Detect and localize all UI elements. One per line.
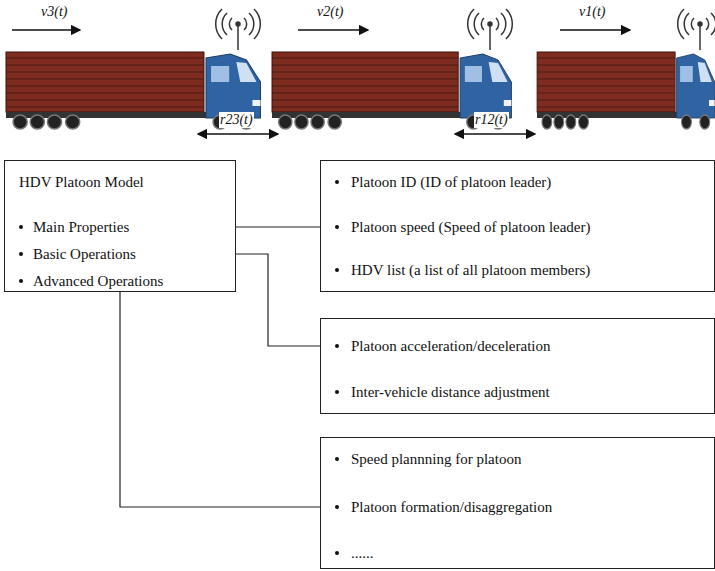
box-heading: HDV Platoon Model [19,173,144,191]
bullet-dot [335,505,339,509]
bullet-item: Platoon ID (ID of platoon leader) [351,173,551,191]
speed-label: v3(t) [40,4,68,20]
speed-label: v1(t) [578,4,606,20]
bullet-dot [335,344,339,348]
bullet-item: Platoon formation/disaggregation [351,498,552,516]
bullet-item: ...... [351,544,374,562]
connector-line [236,226,320,227]
connector-line [236,254,320,346]
bullet-item: Inter-vehicle distance adjustment [351,383,550,401]
distance-label: r23(t) [219,112,254,128]
bullet-dot [335,225,339,229]
bullet-item: Platoon acceleration/deceleration [351,337,550,355]
bullet-item: HDV list (a list of all platoon members) [351,261,590,279]
bullet-dot [19,279,23,283]
info-box: Platoon acceleration/decelerationInter-v… [320,318,715,414]
distance-label: r12(t) [474,112,509,128]
bullet-dot [19,225,23,229]
bullet-dot [335,180,339,184]
info-box: HDV Platoon ModelMain PropertiesBasic Op… [4,160,236,292]
bullet-dot [335,268,339,272]
bullet-item: Platoon speed (Speed of platoon leader) [351,218,591,236]
bullet-dot [19,252,23,256]
bullet-item: Advanced Operations [33,272,163,290]
speed-label: v2(t) [316,4,344,20]
bullet-item: Speed plannning for platoon [351,450,521,468]
info-box: Platoon ID (ID of platoon leader) Platoon… [320,160,715,292]
bullet-dot [335,551,339,555]
connector-line [120,292,320,507]
bullet-dot [335,457,339,461]
bullet-item: Main Properties [33,218,129,236]
info-box: Speed plannning for platoonPlatoon forma… [320,437,715,569]
bullet-dot [335,390,339,394]
bullet-item: Basic Operations [33,245,136,263]
